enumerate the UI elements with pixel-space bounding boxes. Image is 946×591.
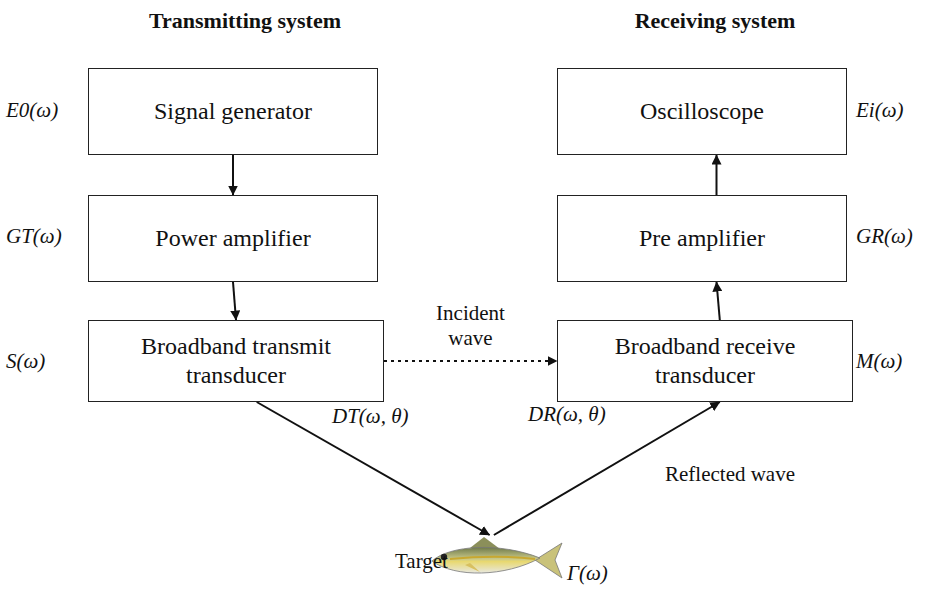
arrow xyxy=(233,282,236,320)
edge-label: Incident wave xyxy=(427,301,515,351)
box-label: Power amplifier xyxy=(143,220,322,257)
signal-name: GT(ω) xyxy=(6,224,62,249)
fish-body xyxy=(432,547,540,573)
signal-name: DT(ω, θ) xyxy=(332,404,408,429)
process-box: Broadband transmit transducer xyxy=(88,320,384,402)
arrow xyxy=(717,282,720,320)
box-label: Broadband transmit transducer xyxy=(89,328,383,394)
signal-name: GR(ω) xyxy=(856,224,913,249)
signal-name: E0(ω) xyxy=(6,98,58,123)
process-box: Power amplifier xyxy=(88,195,378,282)
signal-name: DR(ω, θ) xyxy=(528,402,606,427)
process-box: Pre amplifier xyxy=(557,195,847,282)
box-label: Oscilloscope xyxy=(628,93,776,130)
signal-name: M(ω) xyxy=(856,349,902,374)
dotted-arrow xyxy=(384,360,557,362)
arrow xyxy=(257,402,490,535)
box-label: Signal generator xyxy=(142,93,324,130)
section-heading: Receiving system xyxy=(635,8,796,34)
target-group: Target Γ(ω) xyxy=(395,535,610,585)
process-box: Oscilloscope xyxy=(557,68,847,155)
section-heading: Transmitting system xyxy=(149,8,341,34)
target-label: Target xyxy=(395,549,448,574)
process-box: Signal generator xyxy=(88,68,378,155)
fish-lateral-line xyxy=(450,557,535,559)
box-label: Pre amplifier xyxy=(627,220,777,257)
fish-tail xyxy=(535,543,562,578)
arrow xyxy=(716,155,718,195)
signal-name: S(ω) xyxy=(6,349,45,374)
box-label: Broadband receive transducer xyxy=(558,328,852,394)
process-box: Broadband receive transducer xyxy=(557,320,853,402)
signal-name: Ei(ω) xyxy=(856,98,903,123)
arrow xyxy=(232,155,234,195)
reflection-coefficient: Γ(ω) xyxy=(567,561,608,586)
edge-label: Reflected wave xyxy=(665,462,795,487)
fish-illustration xyxy=(432,537,562,578)
fish-pectoral-fin xyxy=(465,563,480,572)
